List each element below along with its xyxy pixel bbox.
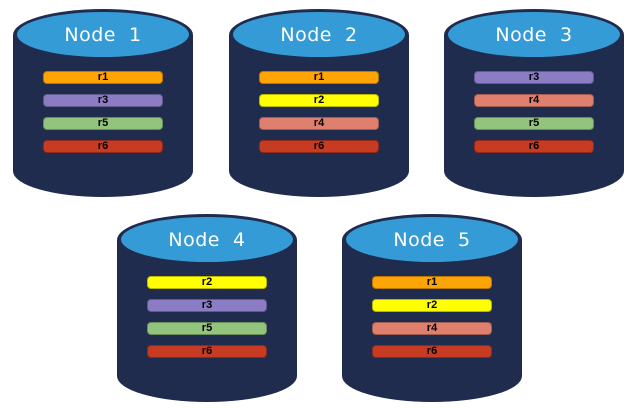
database-cylinder-top-icon (229, 9, 409, 61)
replica-bar-r1: r1 (372, 276, 492, 289)
node-number: 4 (233, 229, 246, 251)
cylinder-bottom (444, 145, 624, 197)
node-cylinder-1: Node 1 r1 r3 r5 r6 (13, 9, 193, 197)
database-cylinder-top-face (448, 12, 620, 57)
replica-bar-r5: r5 (43, 117, 163, 130)
node-title: Node 2 (229, 9, 409, 61)
database-cylinder-top-face (121, 217, 293, 262)
replica-bar-r6: r6 (43, 140, 163, 153)
database-cylinder-top-icon (13, 9, 193, 61)
cylinder-bottom (342, 350, 522, 402)
database-cylinder-top-face (17, 12, 189, 57)
replica-bar-r5: r5 (474, 117, 594, 130)
replica-list: r1 r2 r4 r6 (259, 71, 379, 153)
node-number: 5 (458, 229, 471, 251)
node-label: Node (168, 229, 220, 251)
replica-bar-r6: r6 (259, 140, 379, 153)
replica-bar-r3: r3 (43, 94, 163, 107)
node-title: Node 3 (444, 9, 624, 61)
database-cylinder-top-face (346, 217, 518, 262)
replica-bar-r4: r4 (259, 117, 379, 130)
node-cylinder-5: Node 5 r1 r2 r4 r6 (342, 214, 522, 402)
node-cylinder-2: Node 2 r1 r2 r4 r6 (229, 9, 409, 197)
replica-bar-r3: r3 (147, 299, 267, 312)
node-label: Node (393, 229, 445, 251)
replica-bar-r2: r2 (372, 299, 492, 312)
database-cylinder-top-icon (117, 214, 297, 266)
replica-bar-r6: r6 (372, 345, 492, 358)
node-cylinder-4: Node 4 r2 r3 r5 r6 (117, 214, 297, 402)
database-cylinder-top-icon (342, 214, 522, 266)
node-title: Node 1 (13, 9, 193, 61)
replica-bar-r6: r6 (147, 345, 267, 358)
cylinder-bottom (229, 145, 409, 197)
cylinder-bottom (117, 350, 297, 402)
node-cylinder-3: Node 3 r3 r4 r5 r6 (444, 9, 624, 197)
replica-bar-r5: r5 (147, 322, 267, 335)
node-title: Node 5 (342, 214, 522, 266)
replica-list: r1 r3 r5 r6 (43, 71, 163, 153)
replica-bar-r1: r1 (43, 71, 163, 84)
replica-list: r3 r4 r5 r6 (474, 71, 594, 153)
node-label: Node (280, 24, 332, 46)
replica-bar-r4: r4 (372, 322, 492, 335)
node-title: Node 4 (117, 214, 297, 266)
database-cylinder-top-face (233, 12, 405, 57)
cylinder-bottom (13, 145, 193, 197)
database-cylinder-top-icon (444, 9, 624, 61)
node-number: 2 (345, 24, 358, 46)
replica-bar-r2: r2 (147, 276, 267, 289)
node-label: Node (64, 24, 116, 46)
replica-bar-r4: r4 (474, 94, 594, 107)
node-number: 1 (129, 24, 142, 46)
node-number: 3 (560, 24, 573, 46)
replica-bar-r2: r2 (259, 94, 379, 107)
replica-bar-r6: r6 (474, 140, 594, 153)
replica-bar-r1: r1 (259, 71, 379, 84)
replica-list: r1 r2 r4 r6 (372, 276, 492, 358)
node-label: Node (495, 24, 547, 46)
replica-list: r2 r3 r5 r6 (147, 276, 267, 358)
replica-bar-r3: r3 (474, 71, 594, 84)
